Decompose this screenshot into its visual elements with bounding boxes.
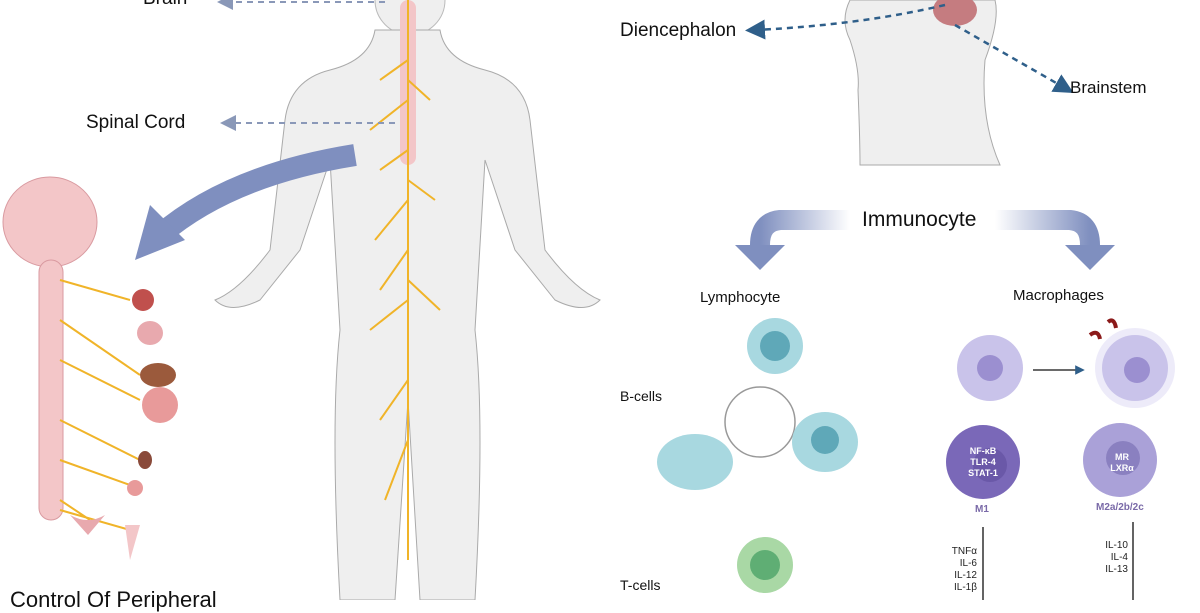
immunocyte-label: Immunocyte xyxy=(862,208,977,231)
t-cells-label: T-cells xyxy=(620,577,661,593)
cytokine: TNFα xyxy=(951,546,977,557)
brain-label: Brain xyxy=(143,0,187,10)
b-cells-label: B-cells xyxy=(620,388,663,404)
diencephalon-pointer-arrow xyxy=(745,3,946,40)
liver-icon xyxy=(140,363,176,387)
lymphocyte-branch-arrow xyxy=(750,210,850,246)
brainstem-label: Brainstem xyxy=(1070,78,1147,97)
m1-markers: NF-κB TLR-4 STAT-1 xyxy=(953,446,1013,479)
macrophages-label: Macrophages xyxy=(1013,287,1104,304)
intestine-icon xyxy=(142,387,178,423)
bladder-icon xyxy=(127,480,143,496)
heart-icon xyxy=(132,289,154,311)
cytokine: IL-12 xyxy=(954,570,977,581)
cytokine: IL-10 xyxy=(1105,540,1128,551)
plasma-cell-icon xyxy=(657,434,733,490)
cytokine: IL-1β xyxy=(954,582,977,593)
head-profile-illustration xyxy=(844,0,1001,166)
lymphocyte-label: Lymphocyte xyxy=(700,289,781,306)
m2-marker: LXRα xyxy=(1110,463,1134,473)
male-reproductive-icon xyxy=(125,525,140,560)
m2-markers: MR LXRα xyxy=(1092,452,1152,474)
m2-cytokines: IL-10 IL-4 IL-13 xyxy=(1090,540,1128,576)
bacteria-icon xyxy=(1088,318,1118,340)
macrophage-branch-arrow xyxy=(995,210,1100,246)
cycle-arrows xyxy=(724,386,796,458)
m1-marker: TLR-4 xyxy=(970,457,996,467)
human-body-illustration xyxy=(214,0,601,600)
cytokine: IL-4 xyxy=(1110,552,1128,563)
cytokine: IL-6 xyxy=(959,558,977,569)
cytokine: IL-13 xyxy=(1105,564,1128,575)
m1-label: M1 xyxy=(975,504,989,515)
m2-marker: MR xyxy=(1115,452,1129,462)
diencephalon-label: Diencephalon xyxy=(620,20,737,41)
big-curved-arrow xyxy=(152,144,357,244)
brain-spinal-cord-illustration xyxy=(2,176,178,560)
m1-cytokines: TNFα IL-6 IL-12 IL-1β xyxy=(930,546,977,594)
bottom-caption: Control Of Peripheral xyxy=(10,587,217,612)
m1-marker: NF-κB xyxy=(969,446,997,456)
m2-label: M2a/2b/2c xyxy=(1096,502,1144,513)
kidney-icon xyxy=(138,451,152,469)
diagram-canvas xyxy=(2,0,1175,600)
lungs-icon xyxy=(137,321,163,345)
uterus-icon xyxy=(70,515,105,535)
m1-marker: STAT-1 xyxy=(968,468,998,478)
spinal-cord-label: Spinal Cord xyxy=(86,112,186,133)
